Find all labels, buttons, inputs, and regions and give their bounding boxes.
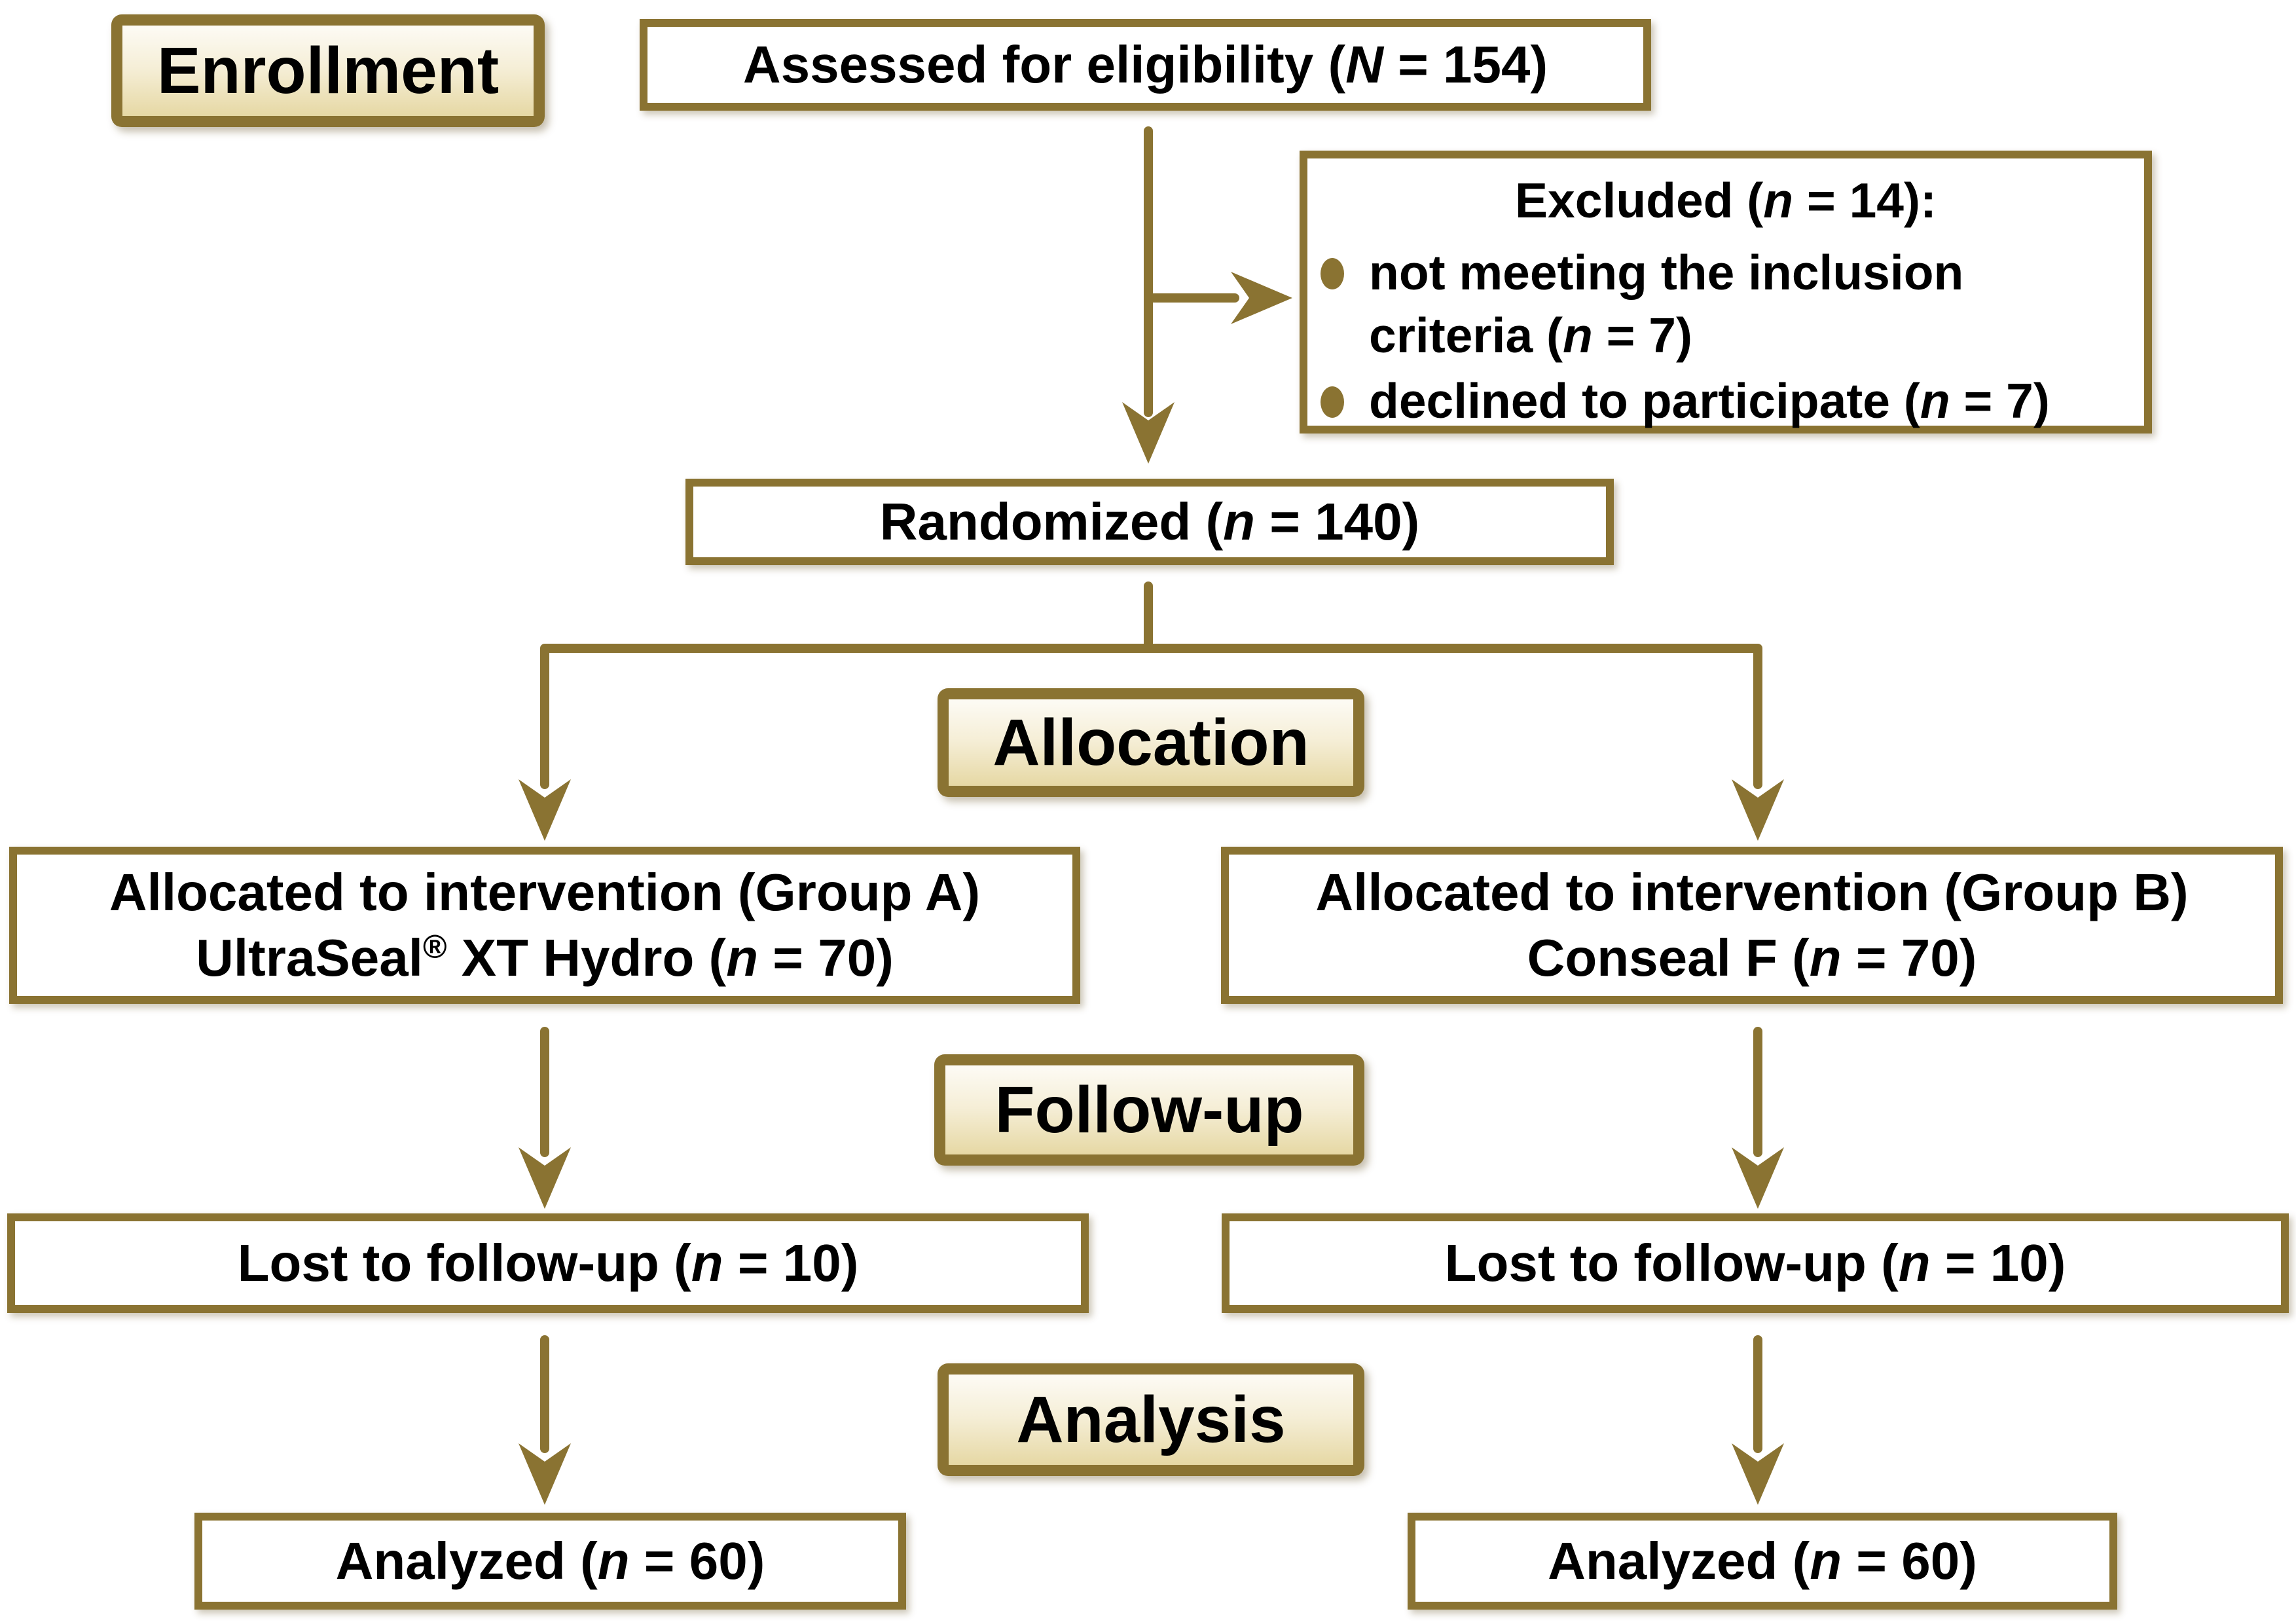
text-pre: not meeting the inclusion criteria (: [1369, 245, 1964, 363]
randomized-split-path: [540, 644, 1762, 789]
stage-label-allocation-text: Allocation: [993, 705, 1309, 779]
text-post: = 10): [723, 1234, 859, 1292]
box-allocated-group-b: Allocated to intervention (Group B) Cons…: [1221, 847, 2283, 1004]
stage-label-analysis: Analysis: [938, 1363, 1364, 1476]
text-var: n: [1810, 1532, 1842, 1590]
registered-trademark-icon: ®: [422, 928, 447, 965]
text-pre: declined to participate (: [1369, 373, 1920, 428]
text-var: n: [1898, 1234, 1931, 1292]
text-post: = 14):: [1793, 173, 1937, 228]
lost-b-text: Lost to follow-up (n = 10): [1445, 1230, 2066, 1296]
text-var: n: [1920, 373, 1950, 428]
excluded-reason-list: not meeting the inclusion criteria (n = …: [1311, 241, 2140, 432]
stage-label-enrollment: Enrollment: [111, 14, 545, 127]
lost-a-text: Lost to follow-up (n = 10): [238, 1230, 859, 1296]
box-analyzed-a: Analyzed (n = 60): [194, 1513, 906, 1610]
arrow-split-right-head: [1732, 779, 1784, 841]
arrow-to-excluded-head: [1231, 272, 1292, 324]
text-post: = 70): [1841, 929, 1977, 987]
text-var: n: [597, 1532, 630, 1590]
group-a-line1: Allocated to intervention (Group A): [109, 863, 981, 921]
text-pre: Lost to follow-up (: [1444, 1234, 1899, 1292]
stage-label-enrollment-text: Enrollment: [156, 33, 500, 107]
group-b-line1: Allocated to intervention (Group B): [1315, 863, 2189, 921]
group-a-line2: UltraSeal® XT Hydro (n = 70): [196, 925, 894, 991]
stage-label-allocation: Allocation: [938, 688, 1364, 797]
text-pre: Randomized (: [879, 492, 1224, 551]
excluded-item-text: not meeting the inclusion criteria (n = …: [1369, 245, 1963, 363]
text-var: n: [691, 1234, 723, 1292]
box-analyzed-b: Analyzed (n = 60): [1408, 1513, 2117, 1610]
box-assessed-eligibility: Assessed for eligibility (N = 154): [640, 19, 1651, 111]
text-var: n: [1763, 173, 1794, 228]
stage-label-follow-up: Follow-up: [934, 1054, 1364, 1166]
analyzed-b-text: Analyzed (n = 60): [1548, 1528, 1977, 1594]
text-post: = 154): [1383, 35, 1548, 94]
box-allocated-group-a: Allocated to intervention (Group A) Ultr…: [9, 847, 1080, 1004]
stage-label-analysis-text: Analysis: [1016, 1382, 1286, 1456]
text-var: n: [1562, 308, 1593, 363]
text-post: = 7): [1592, 308, 1692, 363]
text-post: = 60): [1842, 1532, 1977, 1590]
arrow-lostB-to-analyzedB-head: [1732, 1443, 1784, 1505]
text-pre: Analyzed (: [1548, 1532, 1810, 1590]
text-pre: Lost to follow-up (: [237, 1234, 691, 1292]
arrow-split-left-head: [519, 779, 571, 841]
box-lost-to-follow-up-a: Lost to follow-up (n = 10): [7, 1213, 1089, 1313]
assessed-text: Assessed for eligibility (N = 154): [743, 32, 1548, 98]
text-pre: Analyzed (: [335, 1532, 598, 1590]
text-var: N: [1345, 35, 1383, 94]
text-mid: XT Hydro (: [446, 929, 727, 987]
excluded-reason-item: declined to participate (n = 7): [1311, 369, 2140, 432]
text-post: = 140): [1255, 492, 1420, 551]
randomized-text: Randomized (n = 140): [880, 489, 1420, 555]
text-pre: Assessed for eligibility (: [742, 35, 1346, 94]
analyzed-a-text: Analyzed (n = 60): [336, 1528, 765, 1594]
text-post: = 60): [629, 1532, 765, 1590]
text-pre: Excluded (: [1515, 173, 1764, 228]
arrow-groupB-to-lostB-head: [1732, 1147, 1784, 1209]
box-lost-to-follow-up-b: Lost to follow-up (n = 10): [1222, 1213, 2289, 1313]
arrow-assessed-to-randomized-head: [1122, 402, 1175, 464]
text-var: n: [1809, 929, 1842, 987]
text-var: n: [726, 929, 759, 987]
stage-label-follow-up-text: Follow-up: [994, 1073, 1304, 1147]
text-post: = 70): [758, 929, 894, 987]
box-randomized: Randomized (n = 140): [685, 479, 1614, 565]
arrow-lostA-to-analyzedA-head: [519, 1443, 571, 1505]
text-pre: Conseal F (: [1527, 929, 1810, 987]
bullet-icon: [1321, 258, 1344, 289]
text-post: = 7): [1950, 373, 2050, 428]
group-b-line2: Conseal F (n = 70): [1527, 925, 1977, 991]
text-var: n: [1223, 492, 1256, 551]
excluded-title: Excluded (n = 14):: [1311, 169, 2140, 232]
text-post: = 10): [1930, 1234, 2066, 1292]
text-brand: UltraSeal: [196, 929, 423, 987]
excluded-reason-item: not meeting the inclusion criteria (n = …: [1311, 241, 2140, 367]
arrow-groupA-to-lostA-head: [519, 1147, 571, 1209]
excluded-item-text: declined to participate (n = 7): [1369, 373, 2050, 428]
box-excluded: Excluded (n = 14): not meeting the inclu…: [1300, 151, 2152, 434]
bullet-icon: [1321, 386, 1344, 418]
